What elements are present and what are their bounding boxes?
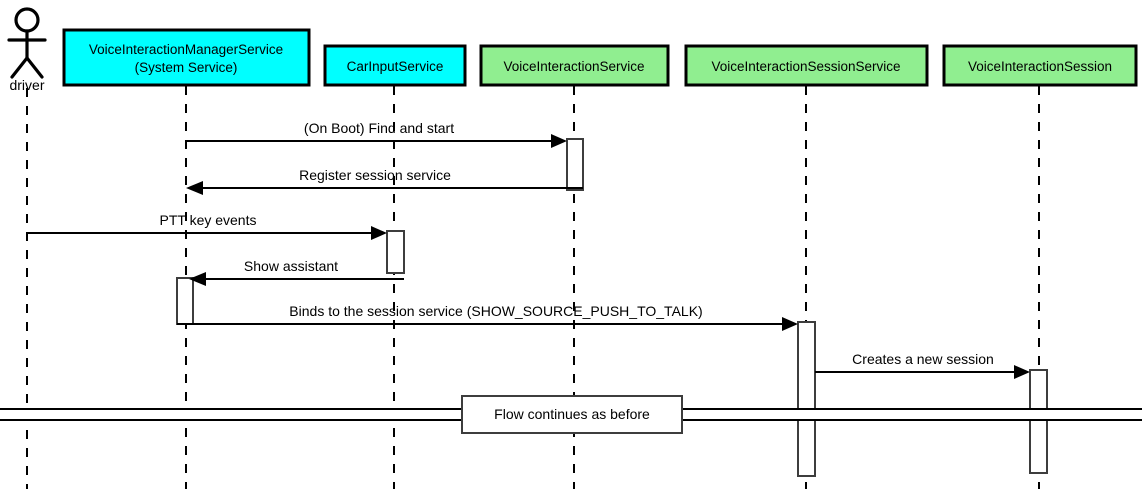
- participant-label-viss: VoiceInteractionSessionService: [711, 59, 900, 74]
- activation-bar-vis: [566, 138, 584, 191]
- message-label-m3: PTT key events: [159, 212, 256, 228]
- participant-label-carinput: CarInputService: [347, 59, 444, 74]
- divider-note-box: [461, 395, 683, 434]
- message-arrowhead-m4: [189, 272, 206, 286]
- participant-label-session: VoiceInteractionSession: [968, 59, 1112, 74]
- participant-label-vis: VoiceInteractionService: [503, 59, 644, 74]
- message-arrowhead-m2: [186, 181, 203, 195]
- message-label-m2: Register session service: [299, 167, 451, 183]
- participant-vims[interactable]: VoiceInteractionManagerService (System S…: [62, 28, 311, 87]
- participant-vis[interactable]: VoiceInteractionService: [479, 44, 670, 87]
- message-show-assistant[interactable]: Show assistant: [189, 258, 404, 286]
- message-arrowhead-m6: [1014, 365, 1030, 379]
- participant-carinput[interactable]: CarInputService: [323, 44, 467, 87]
- message-creates-a-new-session[interactable]: Creates a new session: [815, 351, 1030, 379]
- actor-head-icon: [14, 7, 40, 33]
- message-label-m6: Creates a new session: [852, 351, 994, 367]
- message-label-m1: (On Boot) Find and start: [304, 120, 454, 136]
- activation-bar-carinput: [386, 230, 405, 274]
- message-binds-to-session-service[interactable]: Binds to the session service (SHOW_SOURC…: [177, 303, 798, 331]
- actor-label-driver: driver: [9, 77, 44, 93]
- activation-bar-vims: [176, 277, 194, 325]
- message-arrowhead-m3: [371, 226, 387, 240]
- message-register-session-service[interactable]: Register session service: [186, 167, 583, 195]
- participant-box-session[interactable]: [942, 44, 1138, 87]
- participant-box-vims[interactable]: [62, 28, 311, 87]
- participant-label-vims-line1: VoiceInteractionManagerService: [89, 42, 283, 57]
- participant-viss[interactable]: VoiceInteractionSessionService: [684, 44, 929, 87]
- activation-bar-session: [1029, 369, 1048, 474]
- message-arrowhead-m1: [551, 134, 567, 148]
- actor-driver[interactable]: driver: [7, 7, 47, 93]
- divider-flow-continues: Flow continues as before: [0, 395, 1142, 434]
- message-ptt-key-events[interactable]: PTT key events: [27, 212, 387, 240]
- participant-box-carinput[interactable]: [323, 44, 467, 87]
- actor-leg-left-icon: [10, 56, 29, 79]
- activation-bars-group: [176, 138, 1048, 477]
- message-label-m5: Binds to the session service (SHOW_SOURC…: [289, 303, 702, 319]
- participant-label-vims-line2: (System Service): [135, 60, 238, 75]
- actor-leg-right-icon: [25, 56, 44, 79]
- message-arrowhead-m5: [782, 317, 798, 331]
- participant-box-viss[interactable]: [684, 44, 929, 87]
- activation-bar-viss: [797, 321, 816, 477]
- divider-note-label: Flow continues as before: [494, 406, 650, 422]
- participant-session[interactable]: VoiceInteractionSession: [942, 44, 1138, 87]
- message-on-boot-find-and-start[interactable]: (On Boot) Find and start: [186, 120, 567, 148]
- message-label-m4: Show assistant: [244, 258, 338, 274]
- participant-box-vis[interactable]: [479, 44, 670, 87]
